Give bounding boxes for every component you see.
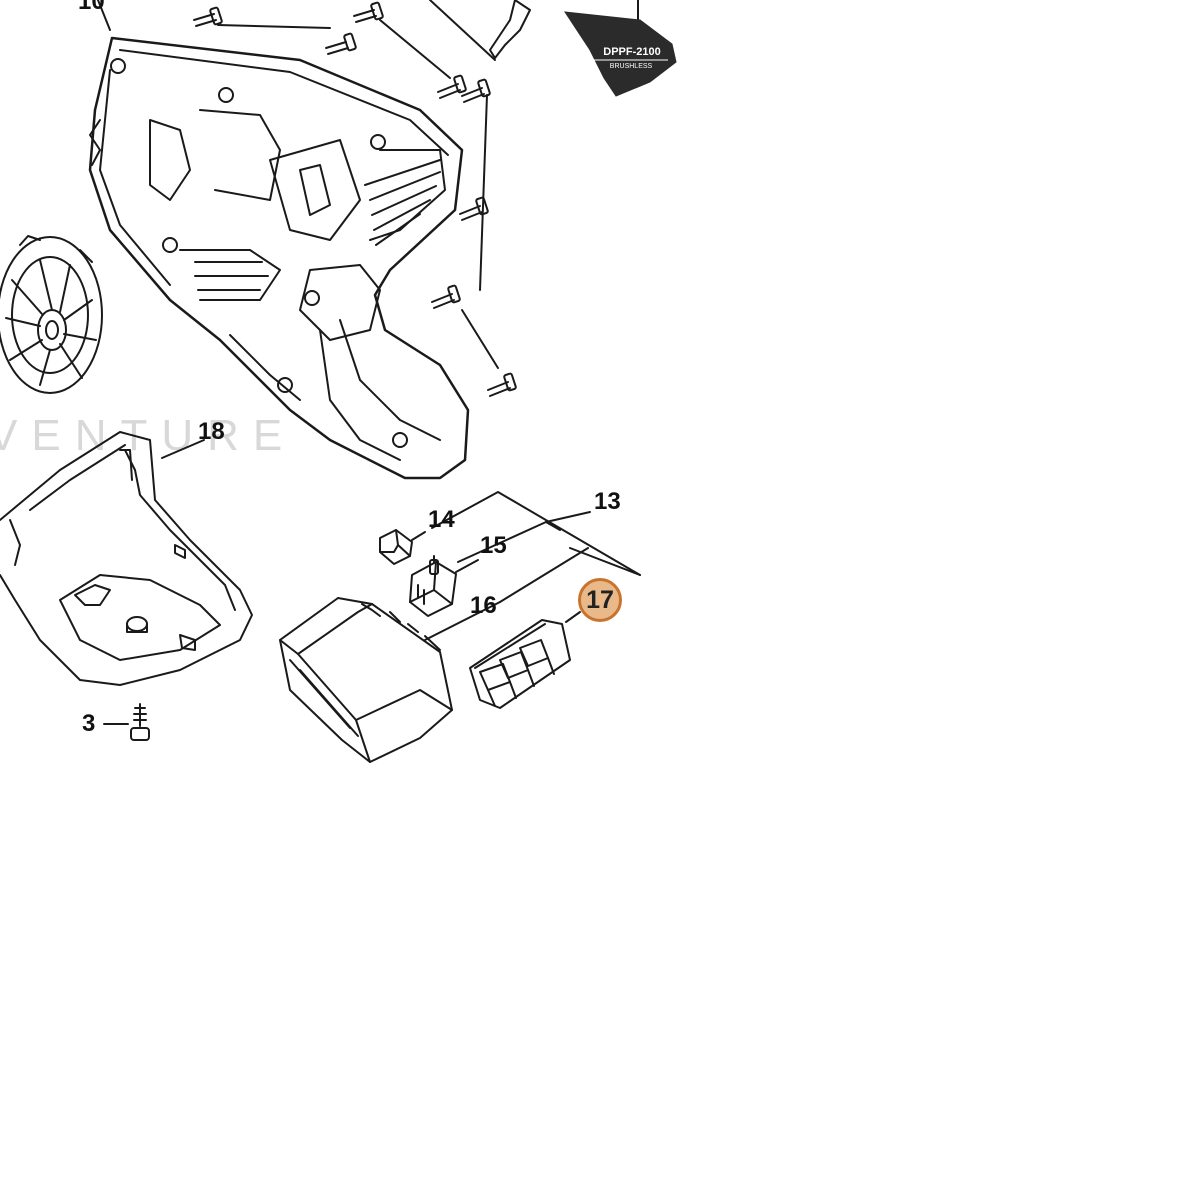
part-label-13: 13: [594, 488, 621, 515]
watermark-text: VENTURE: [0, 411, 297, 460]
logo-model-text: DPPF-2100: [603, 46, 661, 58]
fan: [0, 235, 103, 394]
part-label-15: 15: [480, 532, 507, 559]
logo-sub-text: BRUSHLESS: [609, 63, 653, 70]
screw-3: [103, 703, 150, 741]
highlighted-part-badge[interactable]: 17: [578, 578, 622, 622]
switch-15: [409, 555, 479, 617]
main-housing: [88, 36, 470, 480]
part-label-3: 3: [82, 710, 96, 737]
connector-14: [379, 529, 426, 565]
pcb-17: [469, 611, 581, 709]
part-label-14: 14: [428, 506, 455, 533]
part-label-16: 16: [470, 592, 497, 619]
lower-cover: [0, 431, 253, 686]
logo-badge: [564, 11, 677, 97]
top-screws: [193, 1, 517, 397]
controller-16: [279, 597, 501, 763]
part-label-10: 10: [78, 0, 105, 15]
part-label-18: 18: [198, 418, 225, 445]
